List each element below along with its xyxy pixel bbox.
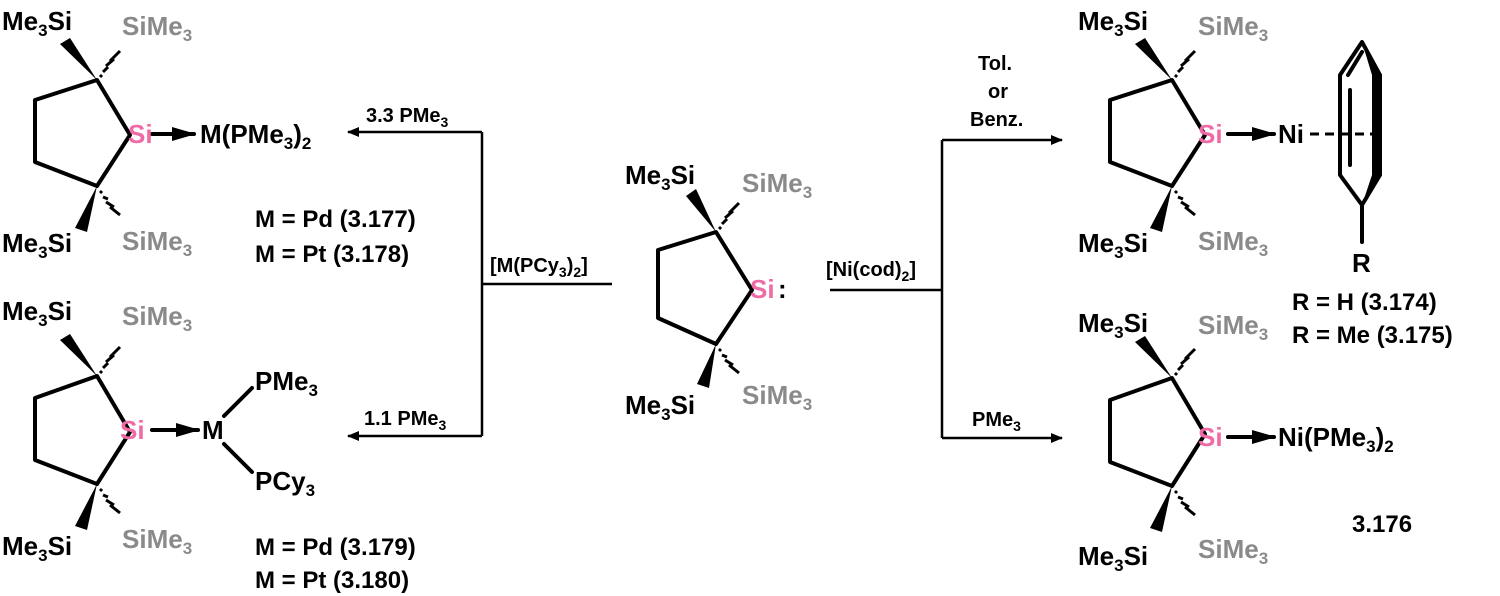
silylene-lone-pair: :: [778, 274, 787, 304]
hashed-wedge: [98, 49, 122, 79]
sime3-label: SiMe3: [122, 301, 192, 335]
compound-label-3175: R = Me (3.175): [1292, 322, 1453, 349]
hashed-wedge: [98, 345, 122, 375]
product-m-pme3-2: Me3Si SiMe3 Si M(PMe3)2 Me3Si SiMe3: [2, 6, 311, 262]
hashed-wedge: [1173, 189, 1196, 217]
compound-label-3174: R = H (3.174): [1292, 289, 1437, 316]
bond: [222, 386, 254, 418]
me3si-label: Me3Si: [625, 160, 695, 194]
hashed-wedge: [1173, 347, 1197, 377]
sime3-label: SiMe3: [122, 226, 192, 260]
compound-label-3177: M = Pd (3.177): [255, 206, 416, 233]
silicon-label: Si: [750, 274, 775, 304]
hashed-wedge: [98, 487, 121, 515]
pcy3-ligand-label: PCy3: [255, 466, 315, 500]
me3si-label: Me3Si: [1078, 228, 1148, 262]
product-ni-pme3-2: Me3Si SiMe3 Si Ni(PMe3)2 Me3Si SiMe3: [1078, 308, 1394, 575]
m-pme3-2-label: M(PMe3)2: [200, 119, 311, 153]
right-branch-arrows: Tol. or Benz. [Ni(cod)2] PMe3: [826, 53, 1063, 443]
sime3-label: SiMe3: [742, 380, 812, 414]
nickel-label: Ni: [1278, 119, 1304, 149]
silicon-label: Si: [1198, 422, 1223, 452]
silicon-label: Si: [128, 119, 153, 149]
ni-pme3-2-label: Ni(PMe3)2: [1278, 422, 1394, 456]
sime3-label: SiMe3: [1198, 11, 1268, 45]
reagent-1-1-pme3: 1.1 PMe3: [364, 408, 446, 433]
hashed-wedge: [717, 201, 741, 231]
hashed-wedge: [717, 347, 740, 375]
central-silylene: Me3Si SiMe3 Si : Me3Si SiMe3: [625, 160, 812, 424]
compound-label-3180: M = Pt (3.180): [255, 567, 409, 594]
me3si-label: Me3Si: [2, 228, 72, 262]
left-branch-arrows: 3.3 PMe3 1.1 PMe3 [M(PCy3)2]: [347, 105, 612, 441]
reagent-ni-cod-2: [Ni(cod)2]: [826, 259, 916, 284]
me3si-label: Me3Si: [625, 390, 695, 424]
sime3-label: SiMe3: [122, 11, 192, 45]
solvent-toluene: Tol.: [978, 53, 1012, 75]
me3si-label: Me3Si: [2, 531, 72, 565]
sime3-label: SiMe3: [1198, 310, 1268, 344]
reagent-pme3: PMe3: [972, 409, 1021, 434]
me3si-label: Me3Si: [1078, 541, 1148, 575]
metal-label: M: [202, 415, 224, 445]
me3si-label: Me3Si: [1078, 308, 1148, 342]
sime3-label: SiMe3: [1198, 534, 1268, 568]
sime3-label: SiMe3: [1198, 226, 1268, 260]
hashed-wedge: [1173, 489, 1196, 517]
compound-label-3179: M = Pd (3.179): [255, 534, 416, 561]
me3si-label: Me3Si: [1078, 6, 1148, 40]
silicon-label: Si: [120, 415, 145, 445]
sime3-label: SiMe3: [742, 168, 812, 202]
me3si-label: Me3Si: [2, 6, 72, 40]
silicon-label: Si: [1198, 119, 1223, 149]
reagent-m-pcy3-2: [M(PCy3)2]: [490, 255, 588, 280]
me3si-label: Me3Si: [2, 296, 72, 330]
reagent-3-3-pme3: 3.3 PMe3: [366, 105, 448, 130]
sime3-label: SiMe3: [122, 524, 192, 558]
compound-label-3176: 3.176: [1352, 511, 1412, 538]
product-m-pme3-pcy3: Me3Si SiMe3 Si M PMe3 PCy3 Me3Si SiMe3: [2, 296, 318, 565]
arene-ring: [1338, 40, 1382, 244]
solvent-or: or: [988, 81, 1008, 103]
hashed-wedge: [98, 189, 121, 217]
bond: [222, 442, 254, 474]
solvent-benzene: Benz.: [970, 109, 1023, 131]
hashed-wedge: [1173, 49, 1197, 79]
r-group-label: R: [1352, 248, 1371, 278]
product-ni-arene: Me3Si SiMe3 Si Ni R Me3Si SiMe3: [1078, 6, 1382, 278]
pme3-ligand-label: PMe3: [255, 366, 318, 400]
compound-label-3178: M = Pt (3.178): [255, 241, 409, 268]
